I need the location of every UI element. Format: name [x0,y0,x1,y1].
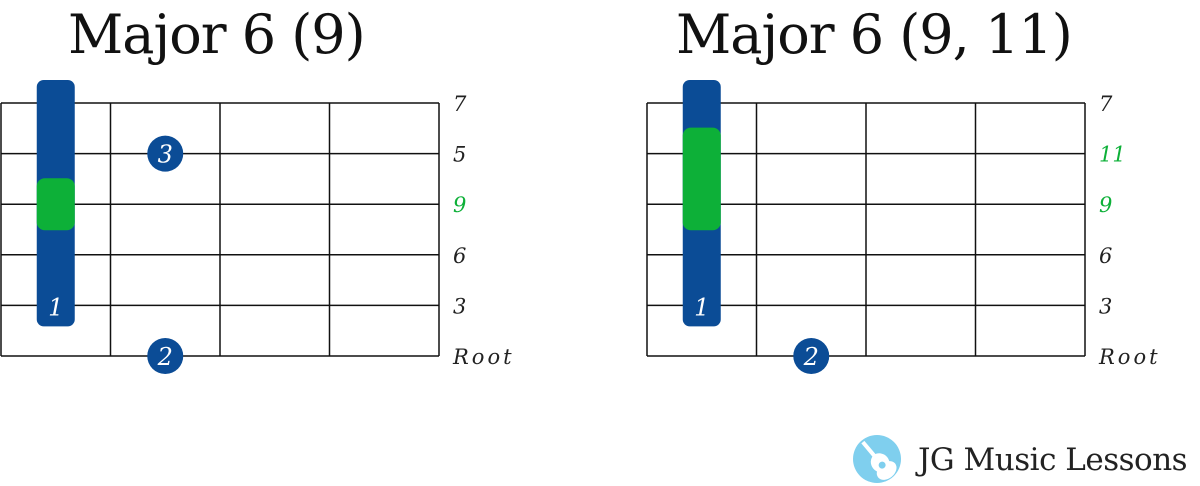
interval-label: 7 [1099,92,1113,116]
interval-label: 9 [1099,193,1112,217]
finger-dot [147,135,184,172]
finger-number: 3 [158,141,173,169]
interval-label: Root [452,345,515,369]
finger-dot [147,338,184,374]
highlight-tone [682,127,721,231]
interval-label: 11 [1099,143,1126,167]
chord-title: Major 6 (9) [68,3,366,66]
finger-number: 1 [694,293,709,321]
interval-label: 3 [453,294,466,318]
interval-label: 6 [1099,244,1112,268]
brand-footer: JG Music Lessons [852,430,1200,486]
finger-number: 2 [157,343,173,371]
brand-name: JG Music Lessons [918,442,1188,478]
finger-dot [793,338,830,374]
interval-label: 3 [1099,294,1112,318]
interval-label: Root [1098,345,1161,369]
interval-label: 7 [453,92,467,116]
chord-title: Major 6 (9, 11) [676,3,1073,66]
finger-number: 2 [803,343,819,371]
interval-label: 9 [453,193,466,217]
guitar-logo-icon [853,435,901,483]
interval-label: 6 [453,244,466,268]
interval-label: 5 [453,143,466,167]
finger-number: 1 [48,293,63,321]
highlight-tone [36,178,75,231]
